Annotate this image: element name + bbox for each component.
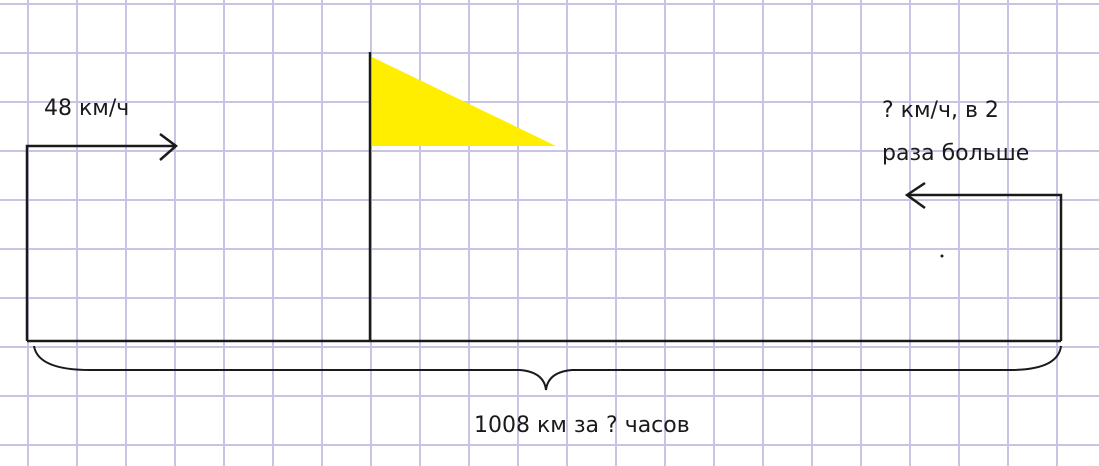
right-speed-label-line1: ? км/ч, в 2 bbox=[882, 98, 999, 123]
total-distance-label: 1008 км за ? часов bbox=[474, 413, 690, 438]
curly-brace bbox=[33, 345, 1062, 391]
left-arrow-icon bbox=[904, 181, 926, 210]
stray-dot bbox=[940, 254, 944, 258]
left-speed-label: 48 км/ч bbox=[44, 96, 130, 121]
right-speed-label-line2: раза больше bbox=[882, 141, 1030, 166]
right-path bbox=[907, 193, 1063, 341]
left-path bbox=[25, 144, 176, 341]
right-arrow-icon bbox=[159, 133, 178, 161]
flag-triangle bbox=[370, 56, 556, 146]
